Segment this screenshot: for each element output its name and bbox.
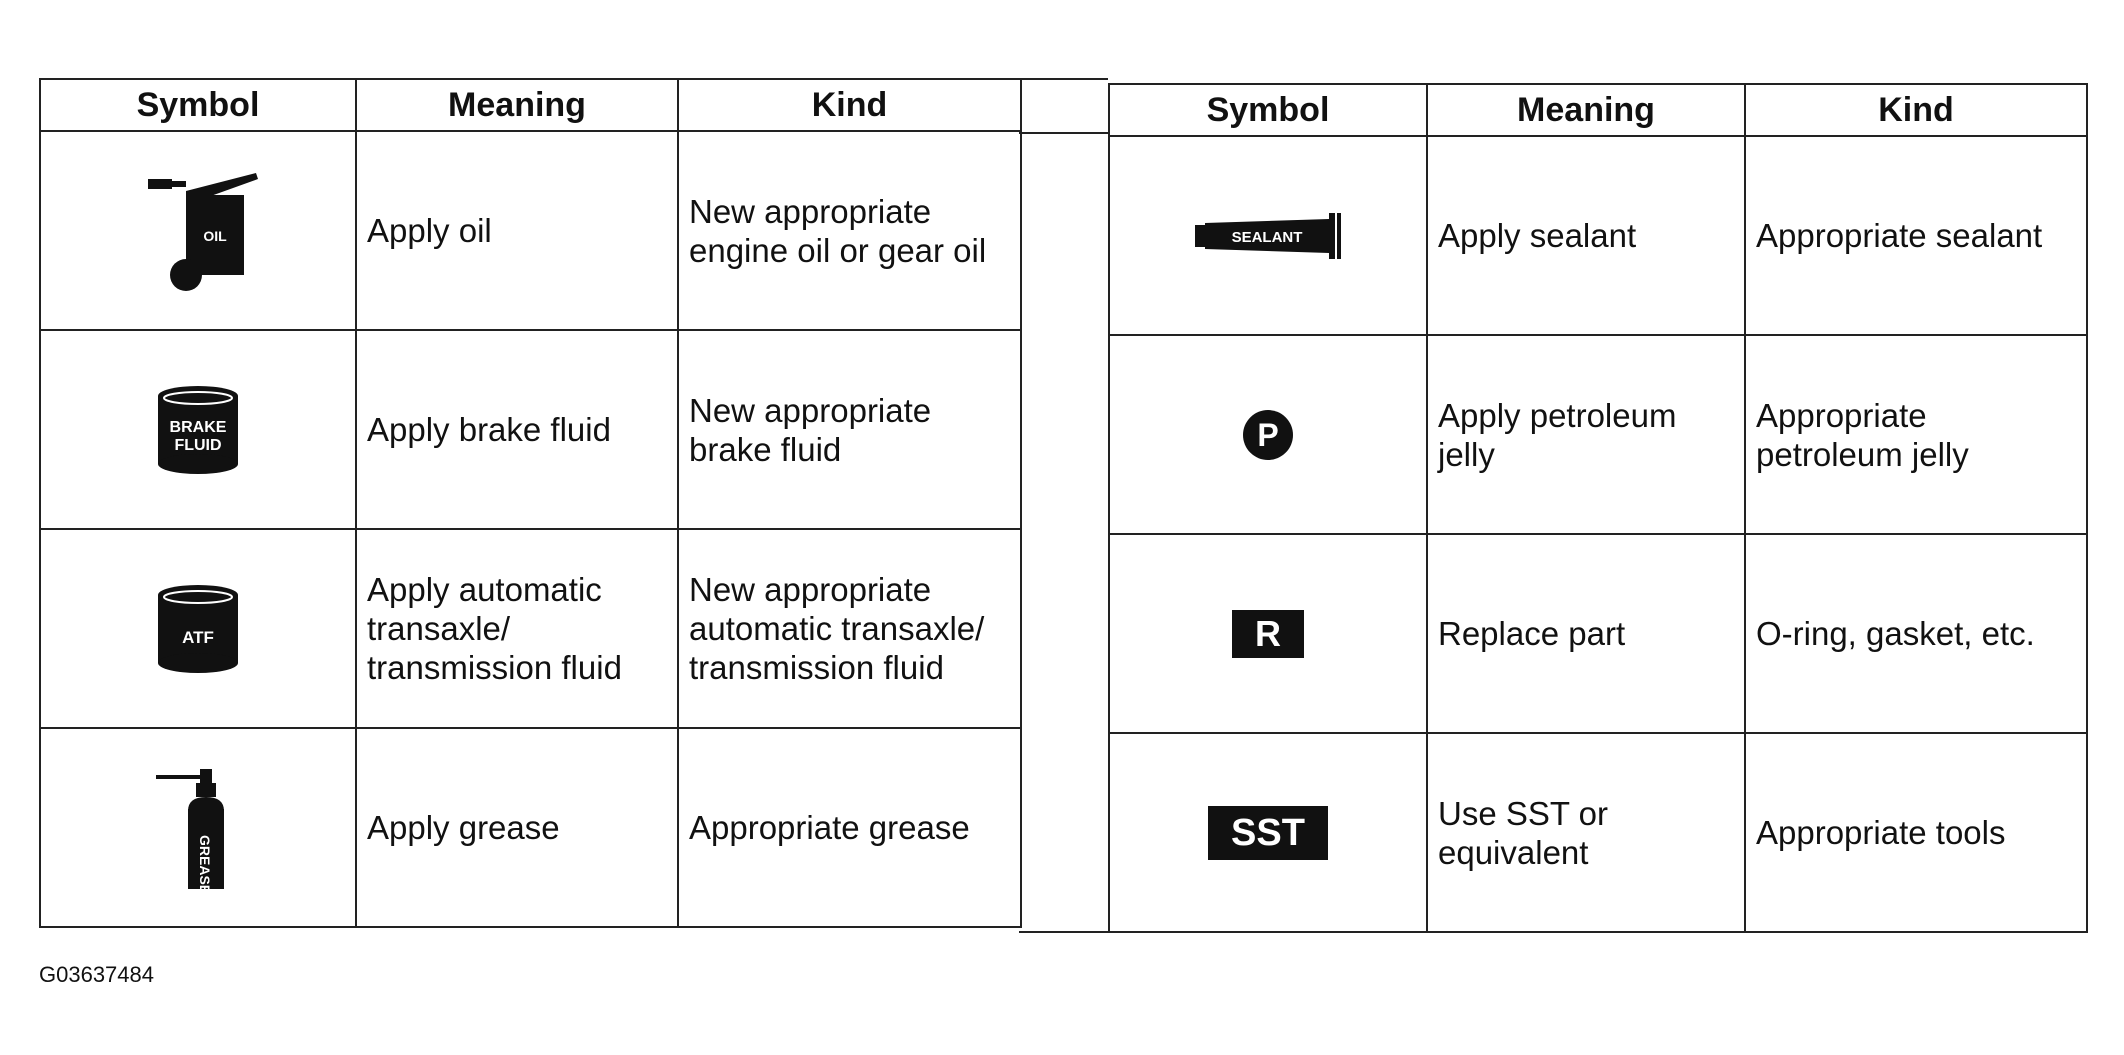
meaning-cell: Apply automatic transaxle/ transmission … bbox=[355, 528, 679, 729]
right-symbol-table: Symbol Meaning Kind SEALANT Apply sealan… bbox=[1108, 83, 2088, 933]
header-symbol: Symbol bbox=[1108, 83, 1428, 137]
meaning-cell: Apply petroleum jelly bbox=[1426, 334, 1746, 535]
meaning-cell: Apply sealant bbox=[1426, 135, 1746, 336]
oil-can-icon: OIL bbox=[148, 172, 258, 291]
kind-cell: Appropriate petroleum jelly bbox=[1744, 334, 2088, 535]
left-symbol-table: Symbol Meaning Kind OIL Apply oil New ap… bbox=[39, 78, 1022, 928]
table-row: SST Use SST or equivalent Appropriate to… bbox=[1108, 732, 2088, 933]
kind-cell: New appropriate automatic transaxle/ tra… bbox=[677, 528, 1022, 729]
table-row: P Apply petroleum jelly Appropriate petr… bbox=[1108, 334, 2088, 535]
svg-text:BRAKE: BRAKE bbox=[170, 419, 227, 436]
symbol-cell: P bbox=[1108, 334, 1428, 535]
meaning-cell: Apply grease bbox=[355, 727, 679, 928]
table-row: GREASE Apply grease Appropriate grease bbox=[39, 727, 1022, 928]
header-kind: Kind bbox=[677, 78, 1022, 132]
table-row: OIL Apply oil New appropriate engine oil… bbox=[39, 130, 1022, 331]
table-gap-column bbox=[1019, 78, 1108, 933]
meaning-cell: Use SST or equivalent bbox=[1426, 732, 1746, 933]
svg-text:SEALANT: SEALANT bbox=[1232, 229, 1303, 246]
meaning-cell: Replace part bbox=[1426, 533, 1746, 734]
table-header-row: Symbol Meaning Kind bbox=[1108, 83, 2088, 137]
header-meaning: Meaning bbox=[1426, 83, 1746, 137]
kind-cell: New appropriate brake fluid bbox=[677, 329, 1022, 530]
symbol-cell: SEALANT bbox=[1108, 135, 1428, 336]
sealant-tube-icon: SEALANT bbox=[1195, 212, 1341, 259]
symbol-cell: ATF bbox=[39, 528, 357, 729]
table-row: ATF Apply automatic transaxle/ transmiss… bbox=[39, 528, 1022, 729]
header-kind: Kind bbox=[1744, 83, 2088, 137]
table-row: R Replace part O-ring, gasket, etc. bbox=[1108, 533, 2088, 734]
gap-header-cell bbox=[1019, 80, 1108, 134]
atf-can-icon: ATF bbox=[158, 584, 238, 673]
brake-fluid-can-icon: BRAKE FLUID bbox=[158, 385, 238, 474]
table-row: BRAKE FLUID Apply brake fluid New approp… bbox=[39, 329, 1022, 530]
symbol-cell: SST bbox=[1108, 732, 1428, 933]
sst-icon: SST bbox=[1208, 805, 1328, 860]
kind-cell: Appropriate tools bbox=[1744, 732, 2088, 933]
table-header-row: Symbol Meaning Kind bbox=[39, 78, 1022, 132]
meaning-cell: Apply oil bbox=[355, 130, 679, 331]
symbol-cell: R bbox=[1108, 533, 1428, 734]
svg-text:FLUID: FLUID bbox=[174, 437, 221, 454]
svg-text:OIL: OIL bbox=[203, 228, 227, 244]
symbol-cell: GREASE bbox=[39, 727, 357, 928]
svg-text:P: P bbox=[1257, 417, 1278, 453]
kind-cell: Appropriate sealant bbox=[1744, 135, 2088, 336]
header-meaning: Meaning bbox=[355, 78, 679, 132]
table-row: SEALANT Apply sealant Appropriate sealan… bbox=[1108, 135, 2088, 336]
meaning-cell: Apply brake fluid bbox=[355, 329, 679, 530]
grease-can-icon: GREASE bbox=[156, 768, 224, 893]
svg-text:GREASE: GREASE bbox=[197, 835, 213, 893]
kind-cell: New appropriate engine oil or gear oil bbox=[677, 130, 1022, 331]
symbol-cell: BRAKE FLUID bbox=[39, 329, 357, 530]
figure-id: G03637484 bbox=[39, 962, 154, 987]
kind-cell: Appropriate grease bbox=[677, 727, 1022, 928]
svg-text:ATF: ATF bbox=[182, 628, 214, 647]
symbol-cell: OIL bbox=[39, 130, 357, 331]
header-symbol: Symbol bbox=[39, 78, 357, 132]
petroleum-jelly-icon: P bbox=[1243, 409, 1293, 460]
kind-cell: O-ring, gasket, etc. bbox=[1744, 533, 2088, 734]
replace-part-icon: R bbox=[1232, 609, 1304, 658]
